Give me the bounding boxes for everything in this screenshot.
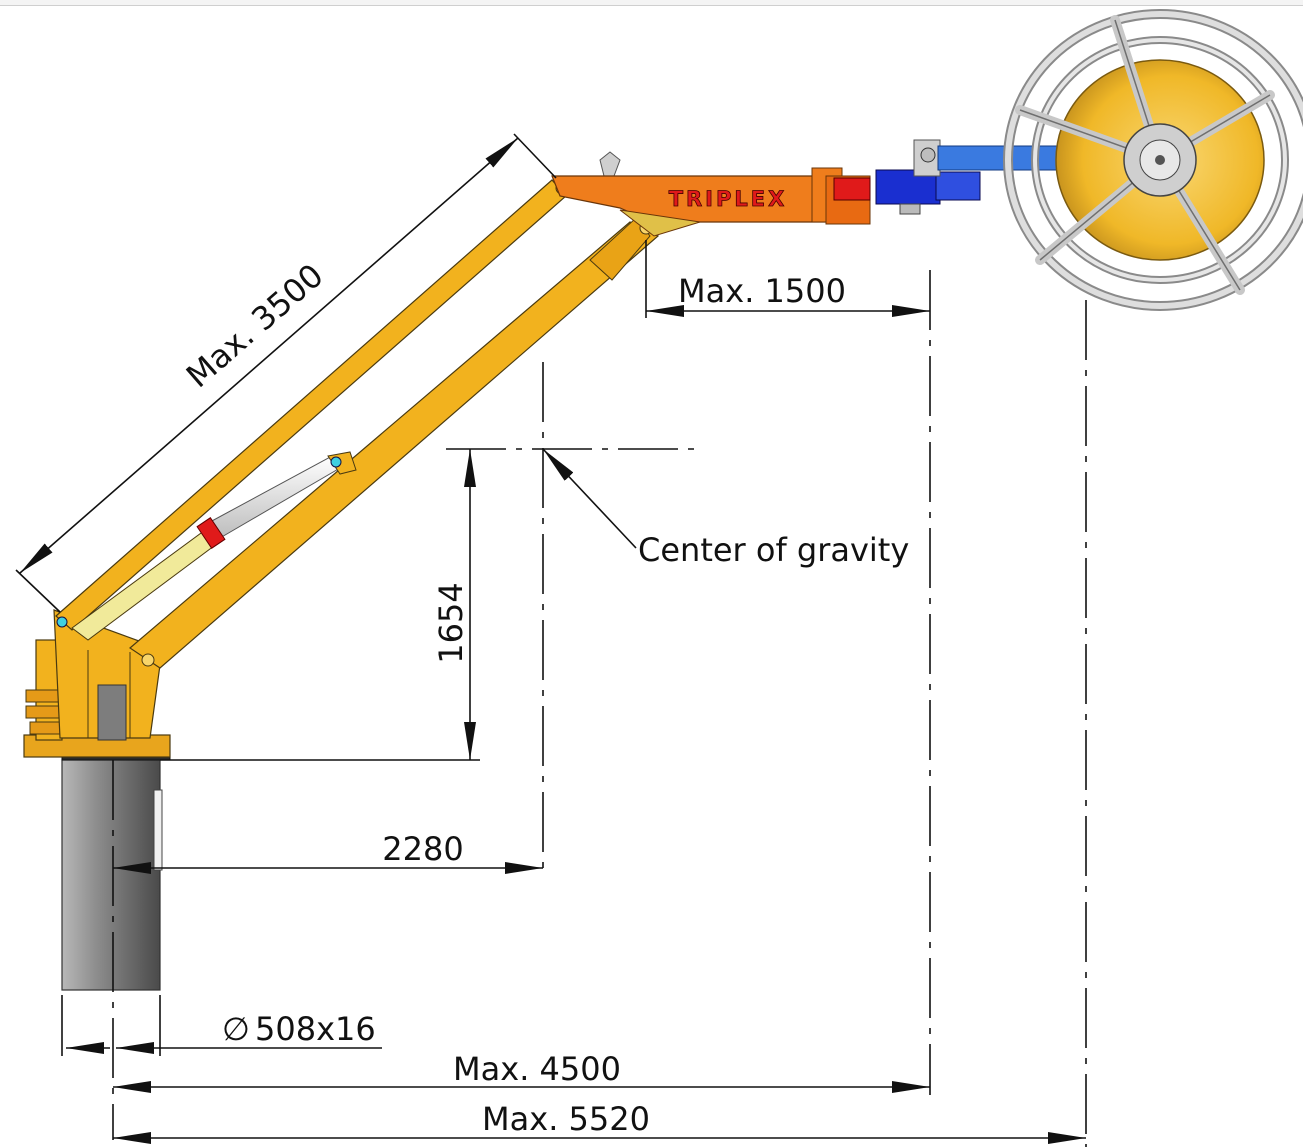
reel-offset-label: Max. 1500 [678, 272, 846, 310]
dim-reel-offset: Max. 1500 [645, 240, 930, 318]
dim-cog-horizontal: 2280 [113, 830, 543, 874]
pin-icon [141, 653, 155, 667]
pin-icon [56, 616, 68, 628]
dim-cog-height: 1654 [160, 449, 480, 761]
diameter-symbol-icon: ∅ [222, 1010, 250, 1048]
orange-beam: TRIPLEX [551, 151, 871, 237]
cog-height-label: 1654 [432, 582, 470, 663]
reach-reel-label: Max. 5520 [482, 1100, 650, 1138]
swivel-housing [23, 609, 171, 758]
column [61, 741, 171, 991]
cog-horizontal-label: 2280 [382, 830, 463, 868]
cog-leader: Center of gravity [542, 448, 909, 569]
reach-total-label: Max. 4500 [453, 1050, 621, 1088]
cog-label: Center of gravity [638, 531, 909, 569]
dim-reach-reel: Max. 5520 [113, 1100, 1086, 1144]
lower-arm [129, 221, 660, 669]
hose-reel [1003, 9, 1303, 311]
dim-column-diameter: ∅ 508x16 [61, 995, 382, 1056]
lower-arm-sleeve [589, 217, 651, 281]
column-diameter-label: 508x16 [255, 1010, 376, 1048]
upper-arm [55, 179, 567, 631]
brand-logo: TRIPLEX [669, 187, 788, 211]
dim-reach-total: Max. 4500 [113, 1050, 930, 1093]
boom-length-label: Max. 3500 [179, 256, 331, 395]
top-window-edge [0, 0, 1303, 6]
